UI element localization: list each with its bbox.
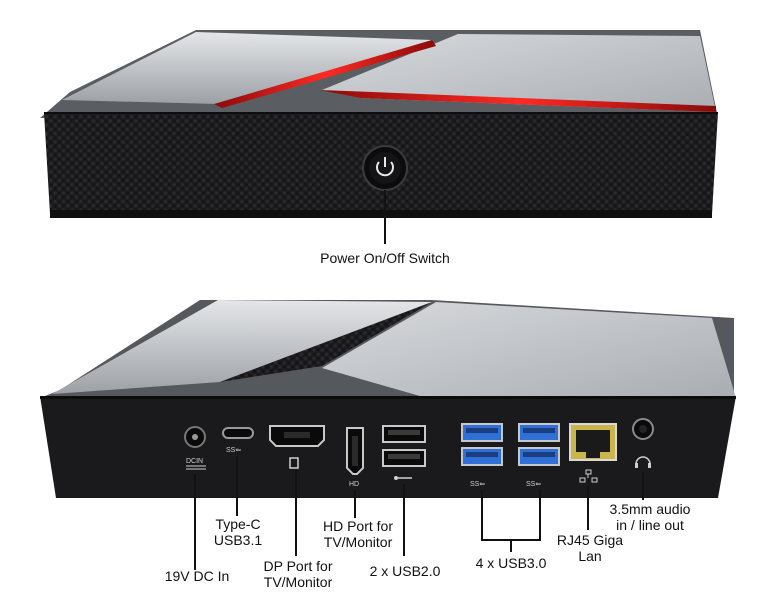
- rj45-label: RJ45 Giga Lan: [552, 532, 628, 564]
- usb3-right-mark: SS⇐: [526, 481, 541, 488]
- lid-right: [322, 302, 736, 398]
- power-button[interactable]: [362, 145, 408, 191]
- lid-right: [322, 34, 716, 112]
- usb3-ports[interactable]: SS⇐ SS⇐: [461, 423, 560, 488]
- usb2-ports[interactable]: [382, 425, 426, 480]
- type-c-mark: SS⇐: [226, 447, 241, 454]
- usb2-label: 2 x USB2.0: [369, 563, 441, 579]
- callout-lines: [194, 456, 644, 570]
- type-c-port[interactable]: SS⇐: [222, 427, 254, 454]
- audio-label-line2: in / line out: [616, 517, 684, 533]
- usb3-left-mark: SS⇐: [470, 481, 485, 488]
- audio-jack[interactable]: [632, 418, 654, 468]
- dp-port-label-line2: TV/Monitor: [263, 574, 333, 590]
- usb3-label: 4 x USB3.0: [475, 555, 547, 571]
- hd-port-label: HD Port for TV/Monitor: [310, 518, 406, 550]
- hd-port[interactable]: HD: [346, 427, 364, 488]
- front-view-device: [40, 30, 718, 244]
- network-icon: [579, 469, 598, 483]
- type-c-label-line1: Type-C: [215, 516, 261, 532]
- rear-view-device: DCIN SS⇐ HD: [40, 300, 736, 570]
- hd-port-label-line2: TV/Monitor: [323, 534, 393, 550]
- audio-label: 3.5mm audio in / line out: [600, 501, 700, 533]
- dp-port-label-line1: DP Port for: [263, 558, 333, 574]
- hd-mark: HD: [349, 481, 359, 488]
- dc-in-mark: DCIN: [186, 458, 203, 465]
- usb-icon: [394, 476, 412, 480]
- power-switch-label: Power On/Off Switch: [320, 250, 450, 266]
- power-icon: [376, 157, 394, 177]
- lid-left: [52, 300, 432, 394]
- type-c-label-line2: USB3.1: [213, 532, 263, 548]
- dp-port[interactable]: [269, 425, 325, 469]
- rear-panel: [40, 396, 736, 498]
- dp-port-label: DP Port for TV/Monitor: [250, 558, 346, 590]
- type-c-label: Type-C USB3.1: [196, 516, 280, 548]
- rj45-label-line1: RJ45 Giga: [556, 532, 624, 548]
- rj45-port[interactable]: [569, 423, 617, 483]
- red-light-strip: [320, 90, 716, 112]
- dc-in-label: 19V DC In: [164, 568, 230, 584]
- red-light-strip: [214, 40, 436, 108]
- hd-port-label-line1: HD Port for: [322, 518, 393, 534]
- audio-label-line1: 3.5mm audio: [609, 501, 691, 517]
- headphone-icon: [635, 456, 651, 468]
- lid-left: [62, 32, 432, 104]
- rj45-label-line2: Lan: [578, 548, 602, 564]
- dc-in-port[interactable]: DCIN: [184, 426, 206, 470]
